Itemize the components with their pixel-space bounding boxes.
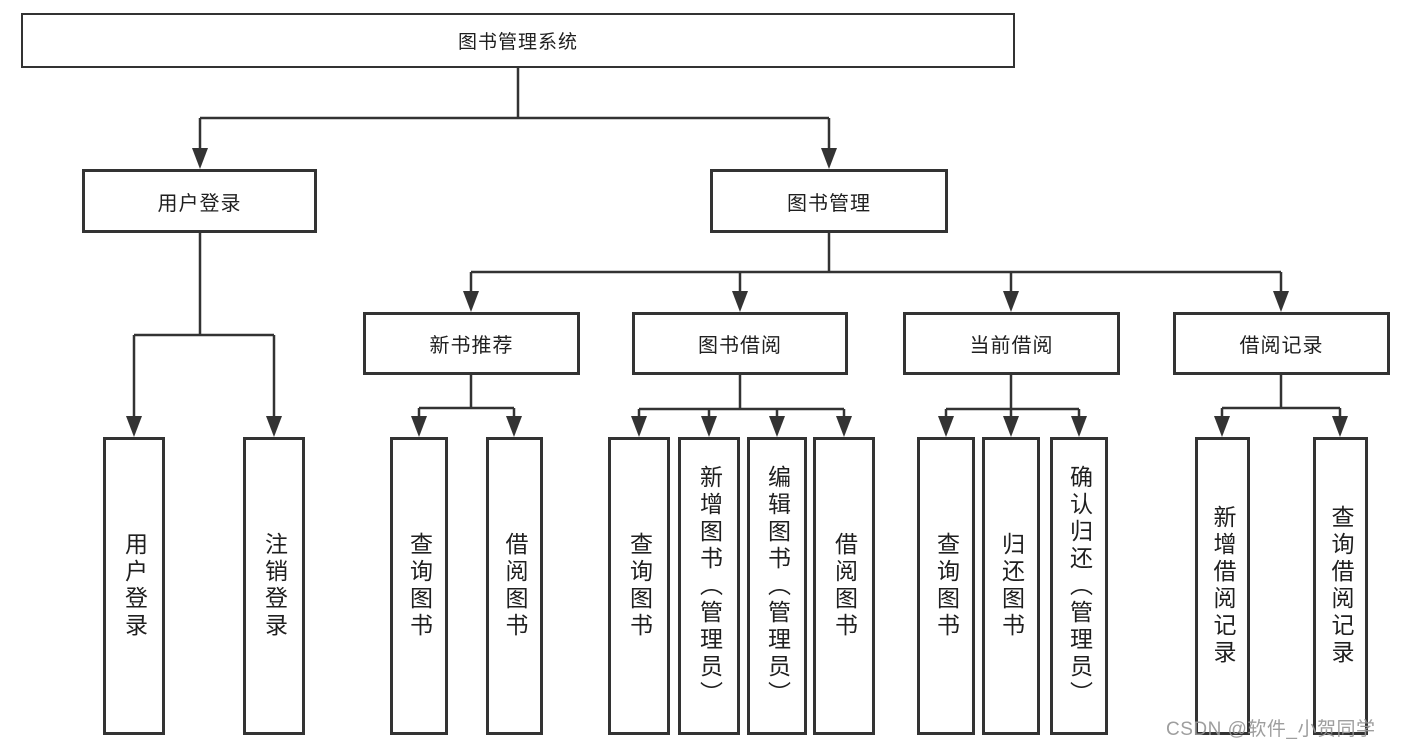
leaf-query-books-borrow: 查询图书 xyxy=(608,437,670,735)
leaf-borrow-books-recommend: 借阅图书 xyxy=(486,437,543,735)
leaf-borrow-books: 借阅图书 xyxy=(813,437,875,735)
node-book-management-system: 图书管理系统 xyxy=(21,13,1015,68)
leaf-add-borrow-record: 新增借阅记录 xyxy=(1195,437,1250,735)
arrowheads xyxy=(126,148,1348,437)
leaf-confirm-return-admin: 确认归还（管理员） xyxy=(1050,437,1108,735)
leaf-label: 查询借阅记录 xyxy=(1328,505,1354,667)
leaf-label: 归还图书 xyxy=(998,532,1025,640)
node-new-book-recommend: 新书推荐 xyxy=(363,312,580,375)
leaf-label: 查询图书 xyxy=(933,532,960,640)
node-label: 当前借阅 xyxy=(969,335,1054,357)
node-label: 图书管理系统 xyxy=(457,32,578,53)
node-borrow-records: 借阅记录 xyxy=(1173,312,1390,375)
node-current-borrow: 当前借阅 xyxy=(903,312,1120,375)
node-book-management: 图书管理 xyxy=(710,169,948,233)
node-book-borrow: 图书借阅 xyxy=(632,312,848,375)
leaf-query-books-recommend: 查询图书 xyxy=(390,437,448,735)
node-label: 借阅记录 xyxy=(1239,335,1324,357)
leaf-query-borrow-record: 查询借阅记录 xyxy=(1313,437,1368,735)
node-label: 图书借阅 xyxy=(698,335,782,357)
leaf-label: 编辑图书（管理员） xyxy=(764,464,791,708)
leaf-label: 借阅图书 xyxy=(502,532,528,640)
node-user-login: 用户登录 xyxy=(82,169,317,233)
leaf-add-book-admin: 新增图书（管理员） xyxy=(678,437,740,735)
csdn-watermark: CSDN @软件_小贺同学 xyxy=(1166,719,1376,740)
leaf-query-books-current: 查询图书 xyxy=(917,437,975,735)
node-label: 新书推荐 xyxy=(429,335,514,357)
leaf-label: 查询图书 xyxy=(626,532,653,640)
node-label: 图书管理 xyxy=(787,192,871,215)
leaf-label: 用户登录 xyxy=(121,532,148,640)
leaf-label: 借阅图书 xyxy=(831,532,858,640)
leaf-label: 注销登录 xyxy=(261,532,288,640)
leaf-edit-book-admin: 编辑图书（管理员） xyxy=(747,437,807,735)
leaf-return-books: 归还图书 xyxy=(982,437,1040,735)
leaf-logout: 注销登录 xyxy=(243,437,305,735)
leaf-label: 新增图书（管理员） xyxy=(696,464,723,708)
leaf-label: 查询图书 xyxy=(406,532,433,640)
leaf-label: 新增借阅记录 xyxy=(1210,505,1236,667)
leaf-user-login: 用户登录 xyxy=(103,437,165,735)
leaf-label: 确认归还（管理员） xyxy=(1066,464,1093,708)
node-label: 用户登录 xyxy=(157,192,242,215)
